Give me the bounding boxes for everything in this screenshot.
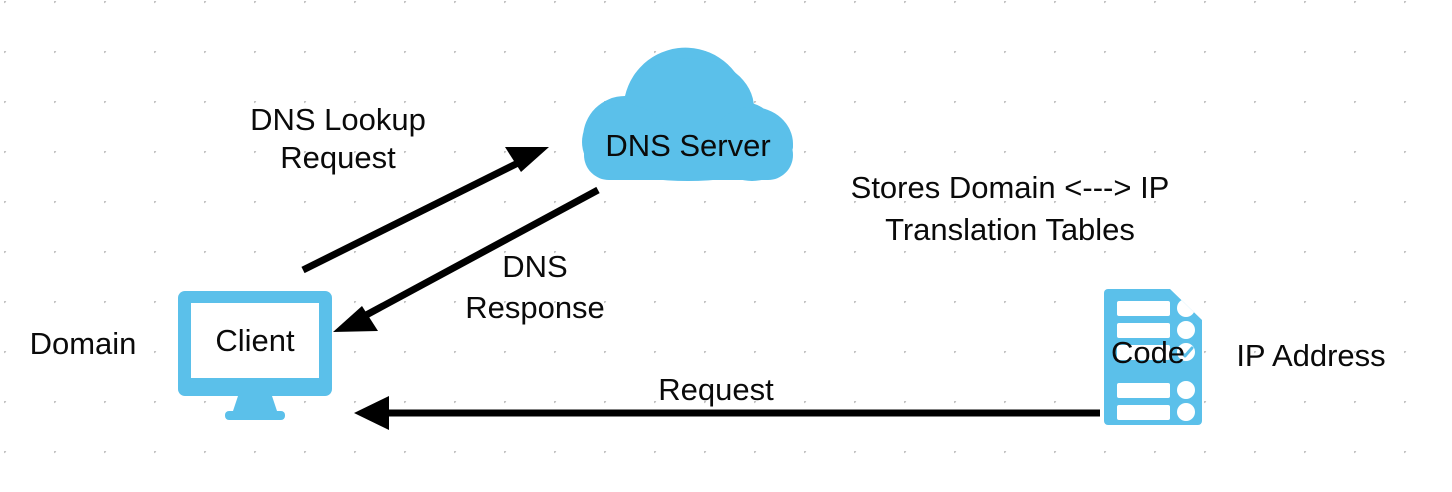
caption-ip-address: IP Address: [1236, 338, 1385, 373]
server-checklist-icon-row-3: [1117, 345, 1170, 360]
monitor-icon-base: [225, 411, 285, 420]
edge-dns-lookup-request[interactable]: [301, 147, 549, 274]
stores-note-line2: Translation Tables: [885, 212, 1135, 247]
server-checklist-icon-dot-5: [1177, 403, 1195, 421]
node-code[interactable]: Code: [1104, 289, 1202, 425]
server-checklist-icon-row-1: [1117, 301, 1170, 316]
arrow-head-request: [354, 396, 389, 430]
arrow-head-dns-response: [333, 306, 378, 332]
dns-server-label: DNS Server: [605, 128, 770, 163]
edge-line-dns-response: [355, 186, 600, 324]
server-checklist-icon-dot-2: [1177, 321, 1195, 339]
edge-label-dns-lookup-request-line1: DNS Lookup: [250, 102, 426, 137]
server-checklist-icon-check: [1179, 346, 1194, 358]
server-checklist-icon-row-4: [1117, 383, 1170, 398]
arrow-head-dns-lookup-request: [505, 147, 549, 172]
client-label: Client: [215, 323, 295, 358]
edge-dns-response[interactable]: [333, 186, 600, 332]
server-checklist-icon-row-5: [1117, 405, 1170, 420]
caption-domain: Domain: [30, 326, 137, 361]
annotation-stores-note: Stores Domain <---> IP Translation Table…: [851, 170, 1170, 247]
edge-label-dns-lookup-request-line2: Request: [280, 140, 396, 175]
cloud-icon-base: [584, 130, 793, 180]
edge-label-dns-response-line2: Response: [465, 290, 605, 325]
edge-label-request-line1: Request: [658, 372, 774, 407]
edge-request[interactable]: [354, 396, 1100, 430]
edge-line-dns-lookup-request: [301, 154, 530, 274]
monitor-icon-stand: [232, 396, 278, 414]
node-dns-server[interactable]: DNS Server: [582, 47, 793, 181]
edge-label-dns-lookup-request: DNS Lookup Request: [250, 102, 426, 175]
node-client[interactable]: Client: [178, 291, 332, 420]
monitor-icon-screen: [191, 303, 319, 378]
edge-label-dns-response-line1: DNS: [502, 249, 567, 284]
code-label: Code: [1111, 335, 1185, 370]
edge-label-request: Request: [658, 372, 774, 407]
server-checklist-icon-row-2: [1117, 323, 1170, 338]
edge-label-dns-response: DNS Response: [465, 249, 605, 325]
server-checklist-icon-dot-4: [1177, 381, 1195, 399]
stores-note-line1: Stores Domain <---> IP: [851, 170, 1170, 205]
